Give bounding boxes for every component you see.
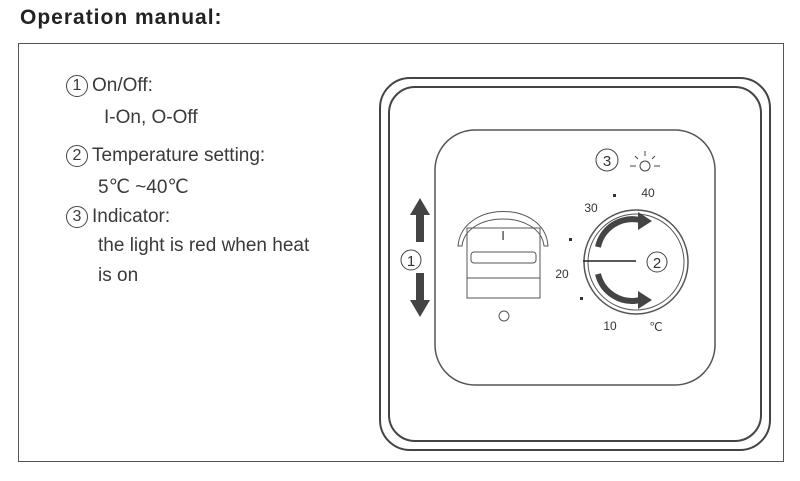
- callout-1-circle: [400, 249, 422, 271]
- callout-2-circle: [646, 251, 668, 273]
- on-mark: I: [501, 228, 505, 243]
- callout-1: 1: [66, 75, 88, 97]
- page-title: Operation manual:: [20, 6, 223, 29]
- callout-1-label: 1: [407, 253, 415, 270]
- dial-tick-marks: [569, 194, 616, 300]
- arrow-head: [638, 212, 652, 230]
- arrow-head: [638, 291, 652, 309]
- item-label: Indicator:: [92, 206, 171, 227]
- rocker-ridge: [470, 251, 537, 264]
- item-detail: 5℃ ~40℃: [98, 177, 189, 198]
- indicator-light-icon: [630, 151, 660, 172]
- item-detail: I-On, O-Off: [104, 107, 198, 128]
- item-label: On/Off:: [92, 75, 153, 96]
- increase-arrow-icon: [595, 216, 641, 248]
- rocker-switch[interactable]: [466, 227, 541, 299]
- switch-hood: [457, 211, 549, 247]
- manual-frame: [18, 43, 784, 462]
- device-bezel: [388, 86, 762, 442]
- unit-label: ℃: [649, 320, 662, 334]
- decrease-arrow-icon: [595, 273, 641, 304]
- temperature-dial[interactable]: [583, 209, 689, 315]
- face-plate: [434, 129, 716, 386]
- device-outer: [379, 77, 771, 451]
- callout-3-label: 3: [603, 153, 611, 170]
- callout-2-label: 2: [653, 255, 661, 272]
- dial-label-30: 30: [584, 201, 598, 215]
- dial-label-10: 10: [603, 319, 617, 333]
- item-detail: is on: [98, 265, 139, 286]
- item-detail: the light is red when heat: [98, 235, 310, 256]
- dial-label-20: 20: [555, 267, 569, 281]
- callout-3: 3: [66, 206, 88, 228]
- dial-inner-ring: [587, 213, 685, 311]
- off-mark-icon: [498, 310, 510, 322]
- item-label: Temperature setting:: [92, 145, 266, 166]
- callout-2: 2: [66, 145, 88, 167]
- up-down-arrow-icon: [410, 198, 430, 317]
- callout-3-circle: [595, 148, 619, 172]
- dial-label-40: 40: [641, 186, 655, 200]
